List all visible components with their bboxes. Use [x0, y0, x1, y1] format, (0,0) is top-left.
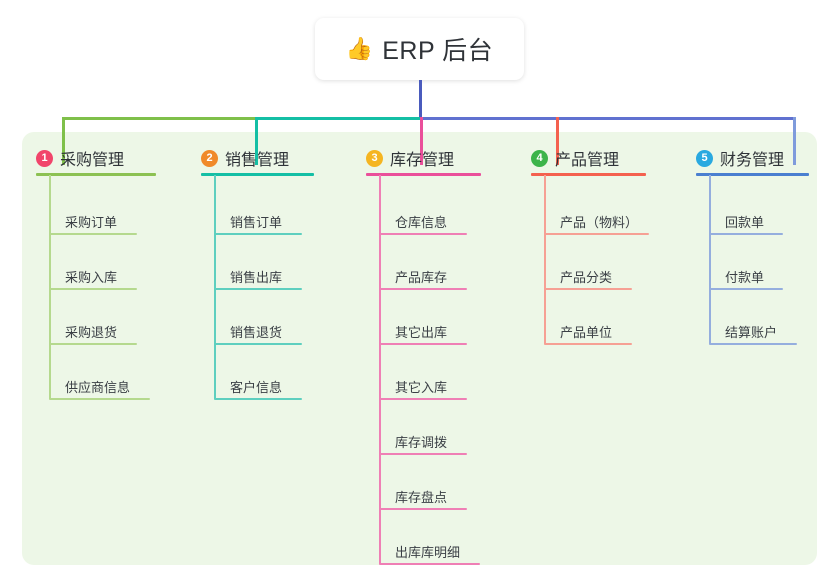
col-finance-leaf-1-rule — [709, 233, 783, 235]
col-product-title: 产品管理 — [555, 152, 620, 169]
col-finance-leaf-1-label: 回款单 — [725, 215, 765, 230]
col-sales-index-badge: 2 — [201, 149, 218, 167]
col-purchase-leaf-2-label: 采购入库 — [65, 270, 118, 285]
col-sales-leaf-1-label: 销售订单 — [230, 215, 283, 230]
col-product-leaf-2-rule — [544, 288, 632, 290]
col-inventory-leaf-1-label: 仓库信息 — [395, 215, 448, 230]
col-inventory-title: 库存管理 — [390, 152, 455, 169]
col-inventory-header[interactable]: 3 库存管理 — [366, 146, 454, 170]
col-inventory-index-badge: 3 — [366, 149, 383, 167]
col-inventory-spine — [379, 175, 381, 564]
col-purchase-drop-connector — [62, 117, 65, 165]
col-purchase-leaf-1-rule — [49, 233, 137, 235]
bus-teal — [255, 117, 420, 120]
col-inventory-leaf-2-rule — [379, 288, 467, 290]
root-node-title: ERP 后台 — [382, 37, 494, 65]
col-inventory-leaf-3-label: 其它出库 — [395, 325, 448, 340]
col-finance-leaf-2-rule — [709, 288, 783, 290]
col-purchase-leaf-2-rule — [49, 288, 137, 290]
col-sales-header-rule — [201, 173, 314, 176]
col-sales-leaf-3-label: 销售退货 — [230, 325, 283, 340]
col-sales-leaf-4-rule — [214, 398, 302, 400]
col-product-index-badge: 4 — [531, 149, 548, 167]
col-finance-leaf-2-label: 付款单 — [725, 270, 765, 285]
col-product-leaf-1-label: 产品（物料） — [560, 215, 639, 230]
col-sales-spine — [214, 175, 216, 399]
col-inventory-leaf-5-rule — [379, 453, 467, 455]
col-finance-header[interactable]: 5 财务管理 — [696, 146, 784, 170]
col-inventory-leaf-7-rule — [379, 563, 480, 565]
col-product-leaf-3-rule — [544, 343, 632, 345]
col-inventory-leaf-4-rule — [379, 398, 467, 400]
col-inventory-leaf-1-rule — [379, 233, 467, 235]
col-sales-leaf-2-rule — [214, 288, 302, 290]
col-product-leaf-3-label: 产品单位 — [560, 325, 613, 340]
col-inventory-leaf-4-label: 其它入库 — [395, 380, 448, 395]
col-purchase-title: 采购管理 — [60, 152, 125, 169]
col-purchase-header-rule — [36, 173, 156, 176]
col-purchase-leaf-1-label: 采购订单 — [65, 215, 118, 230]
col-sales-header[interactable]: 2 销售管理 — [201, 146, 289, 170]
col-sales-drop-connector — [255, 117, 258, 165]
col-inventory-leaf-5-label: 库存调拨 — [395, 435, 448, 450]
col-sales-leaf-1-rule — [214, 233, 302, 235]
col-finance-index-badge: 5 — [696, 149, 713, 167]
bus-blue — [420, 117, 793, 120]
col-finance-spine — [709, 175, 711, 344]
col-product-spine — [544, 175, 546, 344]
col-inventory-leaf-7-label: 出库库明细 — [395, 545, 461, 560]
col-purchase-leaf-3-rule — [49, 343, 137, 345]
col-product-leaf-1-rule — [544, 233, 649, 235]
col-sales-leaf-3-rule — [214, 343, 302, 345]
col-purchase-leaf-4-rule — [49, 398, 150, 400]
col-sales-leaf-2-label: 销售出库 — [230, 270, 283, 285]
col-sales-leaf-4-label: 客户信息 — [230, 380, 283, 395]
col-purchase-leaf-4-label: 供应商信息 — [65, 380, 131, 395]
col-inventory-leaf-6-rule — [379, 508, 467, 510]
thumbs-up-icon: 👍 — [345, 36, 374, 61]
col-purchase-index-badge: 1 — [36, 149, 53, 167]
col-sales-title: 销售管理 — [225, 152, 290, 169]
bus-green — [62, 117, 255, 120]
branches-panel — [22, 132, 817, 565]
col-purchase-header[interactable]: 1 采购管理 — [36, 146, 124, 170]
col-inventory-leaf-6-label: 库存盘点 — [395, 490, 448, 505]
col-inventory-leaf-3-rule — [379, 343, 467, 345]
col-finance-title: 财务管理 — [720, 152, 785, 169]
col-product-drop-connector — [556, 117, 559, 165]
root-node-card[interactable]: 👍 ERP 后台 — [315, 18, 524, 80]
col-finance-header-rule — [696, 173, 809, 176]
col-finance-leaf-3-label: 结算账户 — [725, 325, 778, 340]
col-purchase-leaf-3-label: 采购退货 — [65, 325, 118, 340]
col-inventory-leaf-2-label: 产品库存 — [395, 270, 448, 285]
col-inventory-drop-connector — [420, 117, 423, 165]
col-finance-drop-connector — [793, 117, 796, 165]
col-finance-leaf-3-rule — [709, 343, 797, 345]
col-product-header-rule — [531, 173, 646, 176]
col-inventory-header-rule — [366, 173, 481, 176]
trunk-connector — [419, 80, 422, 120]
col-product-leaf-2-label: 产品分类 — [560, 270, 613, 285]
col-purchase-spine — [49, 175, 51, 399]
col-product-header[interactable]: 4 产品管理 — [531, 146, 619, 170]
